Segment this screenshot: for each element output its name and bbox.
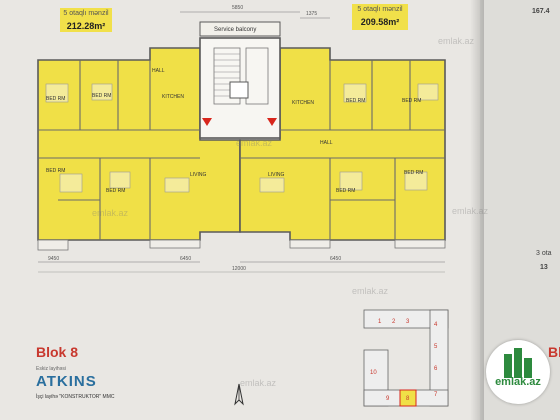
room-label: KITCHEN: [292, 100, 314, 106]
keyplan-number: 5: [434, 344, 438, 350]
block-title: Blok 8: [36, 344, 79, 360]
room-label: BED RM: [106, 188, 126, 194]
page-fold-shadow: [470, 0, 484, 420]
dimension-label: 12000: [232, 266, 246, 272]
keyplan-number: 10: [370, 370, 377, 376]
watermark: emlak.az: [438, 36, 475, 46]
keyplan-number: 2: [392, 319, 396, 325]
keyplan-number: 4: [434, 322, 438, 328]
room-label: BED RM: [336, 188, 356, 194]
architect-firm: ATKINS: [36, 373, 97, 390]
next-unit-area-2: 13: [540, 264, 548, 271]
room-label: HALL: [320, 140, 333, 146]
room-label: BED RM: [346, 98, 366, 104]
left-unit-class: 5 otaqlı mənzil: [63, 10, 109, 17]
watermark: emlak.az: [352, 286, 389, 296]
emlak-logo: emlak.az: [486, 340, 550, 404]
keyplan-number: 8: [406, 396, 410, 402]
room-label: KITCHEN: [162, 94, 184, 100]
next-unit-class: 3 ota: [536, 250, 552, 257]
room-label: BED RM: [46, 96, 66, 102]
elaborated-by-label: Eskiz layihəsi: [36, 366, 67, 372]
room-label: BED RM: [402, 98, 422, 104]
room-label: HALL: [152, 68, 165, 74]
watermark: emlak.az: [452, 206, 489, 216]
room-label: BED RM: [46, 168, 66, 174]
room-label: BED RM: [92, 93, 112, 99]
right-unit-tag: 5 otaqlı mənzil 209.58m²: [352, 4, 408, 30]
key-plan: [363, 309, 449, 407]
keyplan-number: 3: [406, 319, 410, 325]
watermark: emlak.az: [92, 208, 129, 218]
dimension-label: 6450: [180, 256, 192, 262]
next-block-title: Bl: [548, 344, 560, 360]
building-icon: [504, 348, 532, 378]
floor-plan: [37, 11, 446, 273]
keyplan-number: 1: [378, 319, 382, 325]
keyplan-number: 6: [434, 366, 438, 372]
left-unit-tag: 5 otaqlı mənzil 212.28m²: [60, 8, 112, 32]
room-label: LIVING: [190, 172, 207, 178]
service-balcony-label: Service balcony: [214, 27, 257, 33]
room-label: BED RM: [404, 170, 424, 176]
dimension-label: 5850: [232, 5, 244, 11]
watermark: emlak.az: [236, 138, 273, 148]
watermark: emlak.az: [240, 378, 277, 388]
developer-label: İşçi layihə "KONSTRUKTOR" MMC: [36, 394, 115, 400]
room-label: LIVING: [268, 172, 285, 178]
left-unit-area: 212.28m²: [66, 21, 106, 31]
dimension-label: 9450: [48, 256, 60, 262]
right-unit-class: 5 otaqlı mənzil: [357, 6, 403, 13]
logo-text: emlak.az: [495, 376, 541, 388]
right-unit-area: 209.58m²: [360, 17, 400, 27]
keyplan-number: 9: [386, 396, 390, 402]
next-unit-area: 167.4: [532, 8, 550, 15]
dimension-label: 1375: [306, 11, 318, 17]
north-arrow-icon: [234, 383, 244, 406]
keyplan-number: 7: [434, 392, 438, 398]
dimension-label: 6450: [330, 256, 342, 262]
